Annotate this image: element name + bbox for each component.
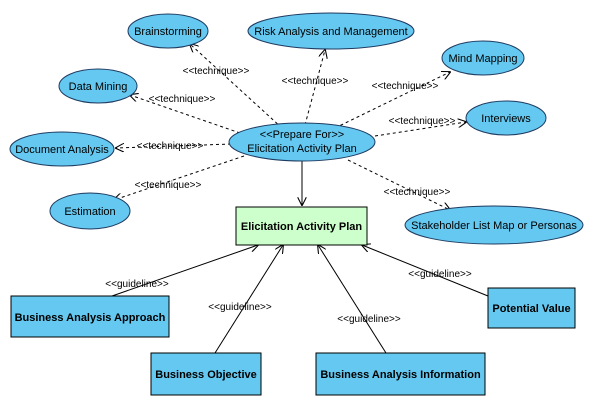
connector-ba-information (318, 245, 387, 354)
technique-label: <<technique>> (389, 116, 456, 127)
technique-connectors (114, 44, 466, 210)
guideline-labels: <<guideline>> <<guideline>> <<guideline>… (105, 269, 472, 325)
technique-node-interviews[interactable]: Interviews (465, 100, 547, 136)
connector-business-objective (214, 245, 283, 354)
node-label: Document Analysis (15, 144, 109, 156)
technique-label: <<technique>> (372, 81, 439, 92)
center-node-label: Elicitation Activity Plan (247, 143, 356, 155)
node-label: Stakeholder List Map or Personas (411, 220, 577, 232)
input-node-ba-approach[interactable]: Business Analysis Approach (10, 295, 170, 338)
technique-label: <<technique>> (149, 94, 216, 105)
node-label: Business Analysis Approach (15, 312, 166, 324)
node-label: Potential Value (492, 303, 570, 315)
node-label: Mind Mapping (448, 53, 517, 65)
center-node-prepare-for[interactable]: <<Prepare For>> Elicitation Activity Pla… (228, 122, 376, 162)
technique-label: <<technique>> (137, 141, 204, 152)
input-node-potential-value[interactable]: Potential Value (487, 287, 576, 329)
technique-node-estimation[interactable]: Estimation (49, 192, 131, 230)
input-node-business-objective[interactable]: Business Objective (150, 352, 262, 396)
guideline-label: <<guideline>> (408, 269, 472, 280)
node-label: Data Mining (69, 81, 128, 93)
connector-data-mining (130, 95, 241, 134)
output-node-label: Elicitation Activity Plan (241, 221, 363, 233)
connector-ba-approach (111, 245, 258, 297)
node-label: Business Objective (155, 369, 257, 381)
technique-node-brainstorming[interactable]: Brainstorming (127, 13, 209, 49)
technique-node-document-analysis[interactable]: Document Analysis (9, 131, 115, 167)
technique-node-stakeholder-list[interactable]: Stakeholder List Map or Personas (404, 205, 584, 245)
technique-node-risk-analysis[interactable]: Risk Analysis and Management (247, 12, 415, 50)
connector-stakeholder (347, 159, 450, 210)
technique-node-mind-mapping[interactable]: Mind Mapping (441, 40, 525, 76)
connector-estimation (114, 155, 245, 200)
connector-risk-analysis (304, 50, 325, 126)
technique-label: <<technique>> (183, 66, 250, 77)
node-label: Business Analysis Information (320, 369, 481, 381)
output-node-elicitation-plan[interactable]: Elicitation Activity Plan (235, 206, 368, 246)
node-label: Estimation (64, 206, 115, 218)
node-label: Interviews (481, 113, 531, 125)
technique-nodes: Brainstorming Risk Analysis and Manageme… (9, 12, 584, 245)
guideline-label: <<guideline>> (208, 302, 272, 313)
guideline-label: <<guideline>> (105, 279, 169, 290)
node-label: Risk Analysis and Management (254, 26, 407, 38)
connector-brainstorming (190, 44, 283, 129)
technique-label: <<technique>> (282, 76, 349, 87)
technique-label: <<technique>> (135, 180, 202, 191)
technique-labels: <<technique>> <<technique>> <<technique>… (135, 66, 456, 198)
stereotype-label: <<Prepare For>> (260, 129, 344, 141)
guideline-connectors (111, 245, 489, 354)
technique-label: <<technique>> (384, 187, 451, 198)
node-label: Brainstorming (134, 26, 202, 38)
input-nodes: Business Analysis Approach Business Obje… (10, 287, 576, 396)
guideline-label: <<guideline>> (337, 314, 401, 325)
technique-node-data-mining[interactable]: Data Mining (58, 68, 138, 104)
connector-potential-value (362, 245, 489, 297)
connector-document-analysis (116, 144, 232, 148)
input-node-ba-information[interactable]: Business Analysis Information (315, 352, 486, 396)
